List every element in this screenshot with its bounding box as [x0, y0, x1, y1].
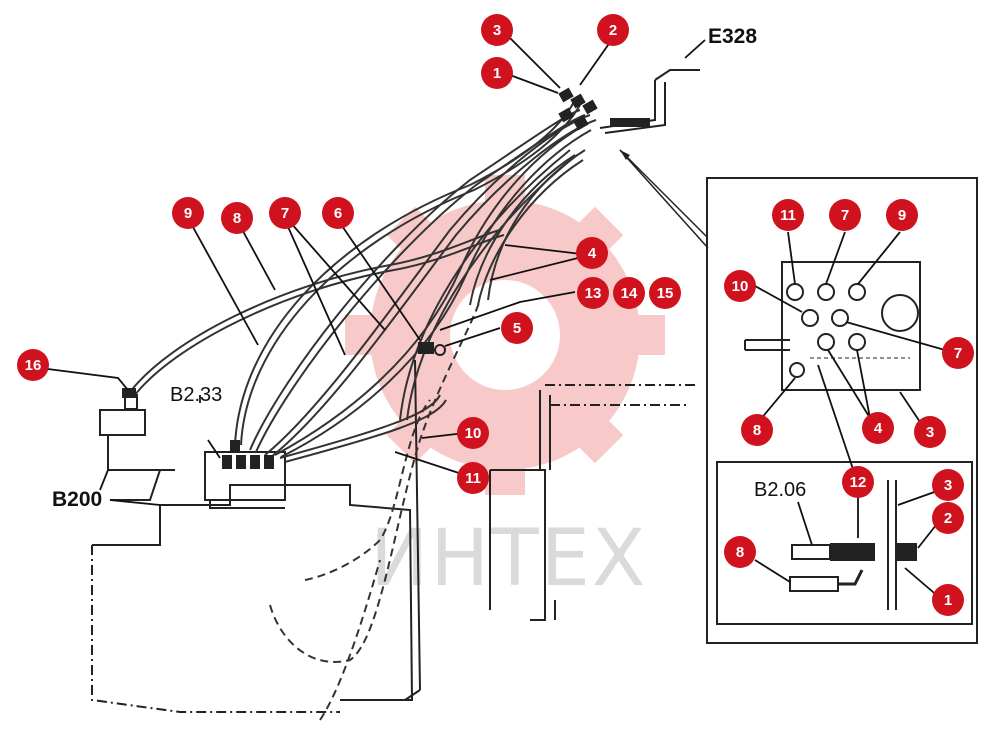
callout-2-top: 2	[597, 14, 629, 46]
inset-callout-11: 11	[772, 199, 804, 231]
fitting-16	[122, 388, 136, 398]
callout-4: 4	[576, 237, 608, 269]
svg-text:11: 11	[465, 470, 481, 487]
callout-13: 13	[577, 277, 609, 309]
callout-14: 14	[613, 277, 645, 309]
inset-callout-7b: 7	[942, 337, 974, 369]
callout-16: 16	[17, 349, 49, 381]
svg-text:7: 7	[841, 207, 849, 224]
inset-bottom-callout-1: 1	[932, 584, 964, 616]
machine-outline	[91, 69, 711, 713]
ref-e328: E328	[708, 25, 757, 48]
callout-6: 6	[322, 197, 354, 229]
svg-text:8: 8	[753, 422, 761, 439]
svg-text:4: 4	[874, 420, 883, 437]
svg-text:11: 11	[780, 207, 796, 224]
svg-text:13: 13	[585, 285, 602, 302]
leader-lines	[39, 37, 706, 506]
inset-callout-7a: 7	[829, 199, 861, 231]
svg-text:4: 4	[588, 245, 597, 262]
inset-callout-4: 4	[862, 412, 894, 444]
svg-text:7: 7	[281, 205, 289, 222]
svg-text:16: 16	[25, 357, 42, 374]
callout-1-top: 1	[481, 57, 513, 89]
inset-callout-12: 12	[842, 466, 874, 498]
watermark-text: ИНТЕХ	[370, 514, 647, 604]
svg-text:10: 10	[732, 278, 749, 295]
svg-text:1: 1	[493, 65, 501, 82]
svg-text:9: 9	[184, 205, 192, 222]
svg-text:5: 5	[513, 320, 521, 337]
svg-text:15: 15	[657, 285, 674, 302]
top-connector-block	[558, 87, 650, 131]
callout-5: 5	[501, 312, 533, 344]
svg-text:7: 7	[954, 345, 962, 362]
svg-text:3: 3	[493, 22, 501, 39]
inset-bottom-callout-2: 2	[932, 502, 964, 534]
inset-callout-3: 3	[914, 416, 946, 448]
svg-text:8: 8	[233, 210, 241, 227]
svg-text:10: 10	[465, 425, 482, 442]
callout-8: 8	[221, 202, 253, 234]
callout-3-top: 3	[481, 14, 513, 46]
svg-text:6: 6	[334, 205, 342, 222]
svg-text:8: 8	[736, 544, 744, 561]
svg-text:3: 3	[926, 424, 934, 441]
ref-b2-06: B2.06	[754, 479, 806, 501]
inset-callout-8: 8	[741, 414, 773, 446]
manifold-fittings	[222, 440, 274, 469]
inset-bottom-callout-3: 3	[932, 469, 964, 501]
svg-text:1: 1	[944, 592, 952, 609]
callout-15: 15	[649, 277, 681, 309]
svg-text:3: 3	[944, 477, 952, 494]
inset-bottom-callout-8: 8	[724, 536, 756, 568]
ref-b200: B200	[52, 488, 102, 511]
svg-text:2: 2	[944, 510, 952, 527]
svg-text:12: 12	[850, 474, 867, 491]
ref-b2-33: B2.33	[170, 384, 222, 406]
callout-10: 10	[457, 417, 489, 449]
hose-clamp	[418, 342, 446, 356]
callout-9: 9	[172, 197, 204, 229]
inset-callout-9: 9	[886, 199, 918, 231]
svg-text:9: 9	[898, 207, 906, 224]
inset-callout-10: 10	[724, 270, 756, 302]
callout-11: 11	[457, 462, 489, 494]
svg-text:14: 14	[621, 285, 638, 302]
svg-text:2: 2	[609, 22, 617, 39]
callout-7: 7	[269, 197, 301, 229]
